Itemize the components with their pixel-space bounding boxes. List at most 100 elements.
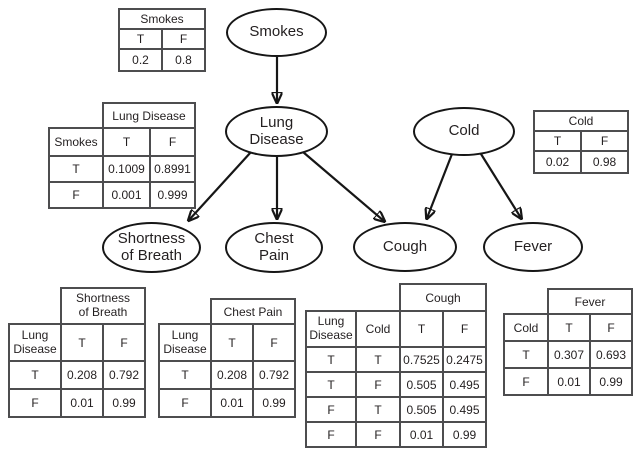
cpt-value: 0.495 bbox=[442, 371, 487, 398]
node-chest-pain: Chest Pain bbox=[225, 222, 323, 273]
cpt-value: 0.01 bbox=[547, 367, 591, 396]
cpt-row-label: T bbox=[305, 346, 357, 373]
shortness-of-breath-cpt-table: Shortness of Breath Lung Disease T F T 0… bbox=[8, 287, 146, 418]
cpt-col-header-t: T bbox=[102, 127, 151, 157]
cpt-row-label: T bbox=[355, 346, 401, 373]
cpt-col-header-f: F bbox=[102, 323, 146, 362]
cpt-col-header-t: T bbox=[533, 130, 582, 152]
cpt-title: Cough bbox=[399, 283, 487, 312]
cpt-value: 0.01 bbox=[399, 421, 444, 448]
cpt-value: 0.2475 bbox=[442, 346, 487, 373]
cpt-row-label: F bbox=[8, 388, 62, 418]
cpt-value: 0.505 bbox=[399, 371, 444, 398]
cpt-value: 0.02 bbox=[533, 150, 582, 174]
cpt-col-header-f: F bbox=[580, 130, 629, 152]
cpt-col-header-f: F bbox=[161, 28, 206, 50]
cpt-value: 0.693 bbox=[589, 340, 633, 369]
cpt-row-label: F bbox=[305, 421, 357, 448]
cpt-value: 0.01 bbox=[60, 388, 104, 418]
cpt-value: 0.98 bbox=[580, 150, 629, 174]
cpt-row-label: F bbox=[48, 181, 104, 209]
cpt-value: 0.208 bbox=[60, 360, 104, 390]
edge-lung-disease-cough bbox=[302, 151, 384, 221]
cpt-value: 0.99 bbox=[102, 388, 146, 418]
cpt-col-header-t: T bbox=[547, 313, 591, 342]
node-cough: Cough bbox=[353, 222, 457, 272]
cpt-col-header-f: F bbox=[589, 313, 633, 342]
edge-cold-cough bbox=[427, 153, 454, 218]
cpt-parent-header: Smokes bbox=[48, 127, 104, 157]
smokes-cpt-table: Smokes T F 0.2 0.8 bbox=[118, 8, 206, 72]
cpt-parent-header: Lung Disease bbox=[305, 310, 357, 348]
cpt-row-label: T bbox=[503, 340, 549, 369]
cough-cpt-table: Cough Lung Disease Cold T F T T 0.7525 0… bbox=[305, 283, 487, 448]
cold-cpt-table: Cold T F 0.02 0.98 bbox=[533, 110, 629, 174]
cpt-value: 0.999 bbox=[149, 181, 196, 209]
cpt-value: 0.001 bbox=[102, 181, 151, 209]
cpt-title: Lung Disease bbox=[102, 102, 196, 129]
cpt-blank-cell bbox=[504, 289, 548, 314]
cpt-col-header-f: F bbox=[252, 323, 296, 362]
cpt-value: 0.8991 bbox=[149, 155, 196, 183]
cpt-title: Fever bbox=[547, 288, 633, 315]
cpt-value: 0.99 bbox=[442, 421, 487, 448]
chest-pain-cpt-table: Chest Pain Lung Disease T F T 0.208 0.79… bbox=[158, 298, 296, 418]
node-label: Chest Pain bbox=[254, 229, 294, 264]
cpt-blank-cell bbox=[9, 288, 61, 324]
cpt-value: 0.01 bbox=[210, 388, 254, 418]
cpt-row-label: F bbox=[355, 371, 401, 398]
cpt-value: 0.495 bbox=[442, 396, 487, 423]
cpt-row-label: T bbox=[158, 360, 212, 390]
node-label: Cough bbox=[382, 237, 428, 255]
cpt-value: 0.7525 bbox=[399, 346, 444, 373]
cpt-parent-header: Lung Disease bbox=[8, 323, 62, 362]
node-label: Smokes bbox=[249, 23, 304, 41]
cpt-value: 0.2 bbox=[118, 48, 163, 72]
cpt-value: 0.1009 bbox=[102, 155, 151, 183]
cpt-parent-header: Cold bbox=[355, 310, 401, 348]
node-label: Fever bbox=[513, 237, 553, 255]
edge-lung-disease-shortness-of-breath bbox=[189, 151, 252, 220]
node-label: Cold bbox=[448, 122, 480, 140]
node-lung-disease: Lung Disease bbox=[225, 106, 328, 157]
cpt-value: 0.792 bbox=[252, 360, 296, 390]
cpt-title: Cold bbox=[533, 110, 629, 132]
node-shortness-of-breath: Shortness of Breath bbox=[102, 222, 201, 273]
cpt-value: 0.505 bbox=[399, 396, 444, 423]
cpt-col-header-t: T bbox=[60, 323, 104, 362]
lung-disease-cpt-table: Lung Disease Smokes T F T 0.1009 0.8991 … bbox=[48, 102, 196, 209]
fever-cpt-table: Fever Cold T F T 0.307 0.693 F 0.01 0.99 bbox=[503, 288, 633, 396]
node-smokes: Smokes bbox=[226, 8, 327, 57]
cpt-row-label: T bbox=[305, 371, 357, 398]
cpt-blank-cell bbox=[49, 103, 103, 128]
cpt-col-header-f: F bbox=[442, 310, 487, 348]
cpt-blank-cell bbox=[306, 284, 400, 311]
cpt-col-header-t: T bbox=[118, 28, 163, 50]
cpt-value: 0.307 bbox=[547, 340, 591, 369]
cpt-col-header-t: T bbox=[210, 323, 254, 362]
cpt-value: 0.99 bbox=[252, 388, 296, 418]
node-fever: Fever bbox=[483, 222, 583, 272]
edge-cold-fever bbox=[480, 153, 521, 218]
cpt-row-label: F bbox=[355, 421, 401, 448]
cpt-row-label: T bbox=[48, 155, 104, 183]
cpt-parent-header: Cold bbox=[503, 313, 549, 342]
cpt-title: Smokes bbox=[118, 8, 206, 30]
cpt-value: 0.208 bbox=[210, 360, 254, 390]
cpt-value: 0.792 bbox=[102, 360, 146, 390]
node-label: Shortness of Breath bbox=[117, 229, 186, 264]
cpt-row-label: F bbox=[305, 396, 357, 423]
cpt-value: 0.99 bbox=[589, 367, 633, 396]
cpt-col-header-f: F bbox=[149, 127, 196, 157]
node-label: Lung Disease bbox=[249, 113, 304, 148]
cpt-row-label: F bbox=[158, 388, 212, 418]
cpt-title: Chest Pain bbox=[210, 298, 296, 325]
cpt-blank-cell bbox=[159, 299, 211, 324]
cpt-value: 0.8 bbox=[161, 48, 206, 72]
cpt-title: Shortness of Breath bbox=[60, 287, 146, 325]
cpt-row-label: T bbox=[355, 396, 401, 423]
cpt-row-label: T bbox=[8, 360, 62, 390]
node-cold: Cold bbox=[413, 107, 515, 156]
cpt-col-header-t: T bbox=[399, 310, 444, 348]
